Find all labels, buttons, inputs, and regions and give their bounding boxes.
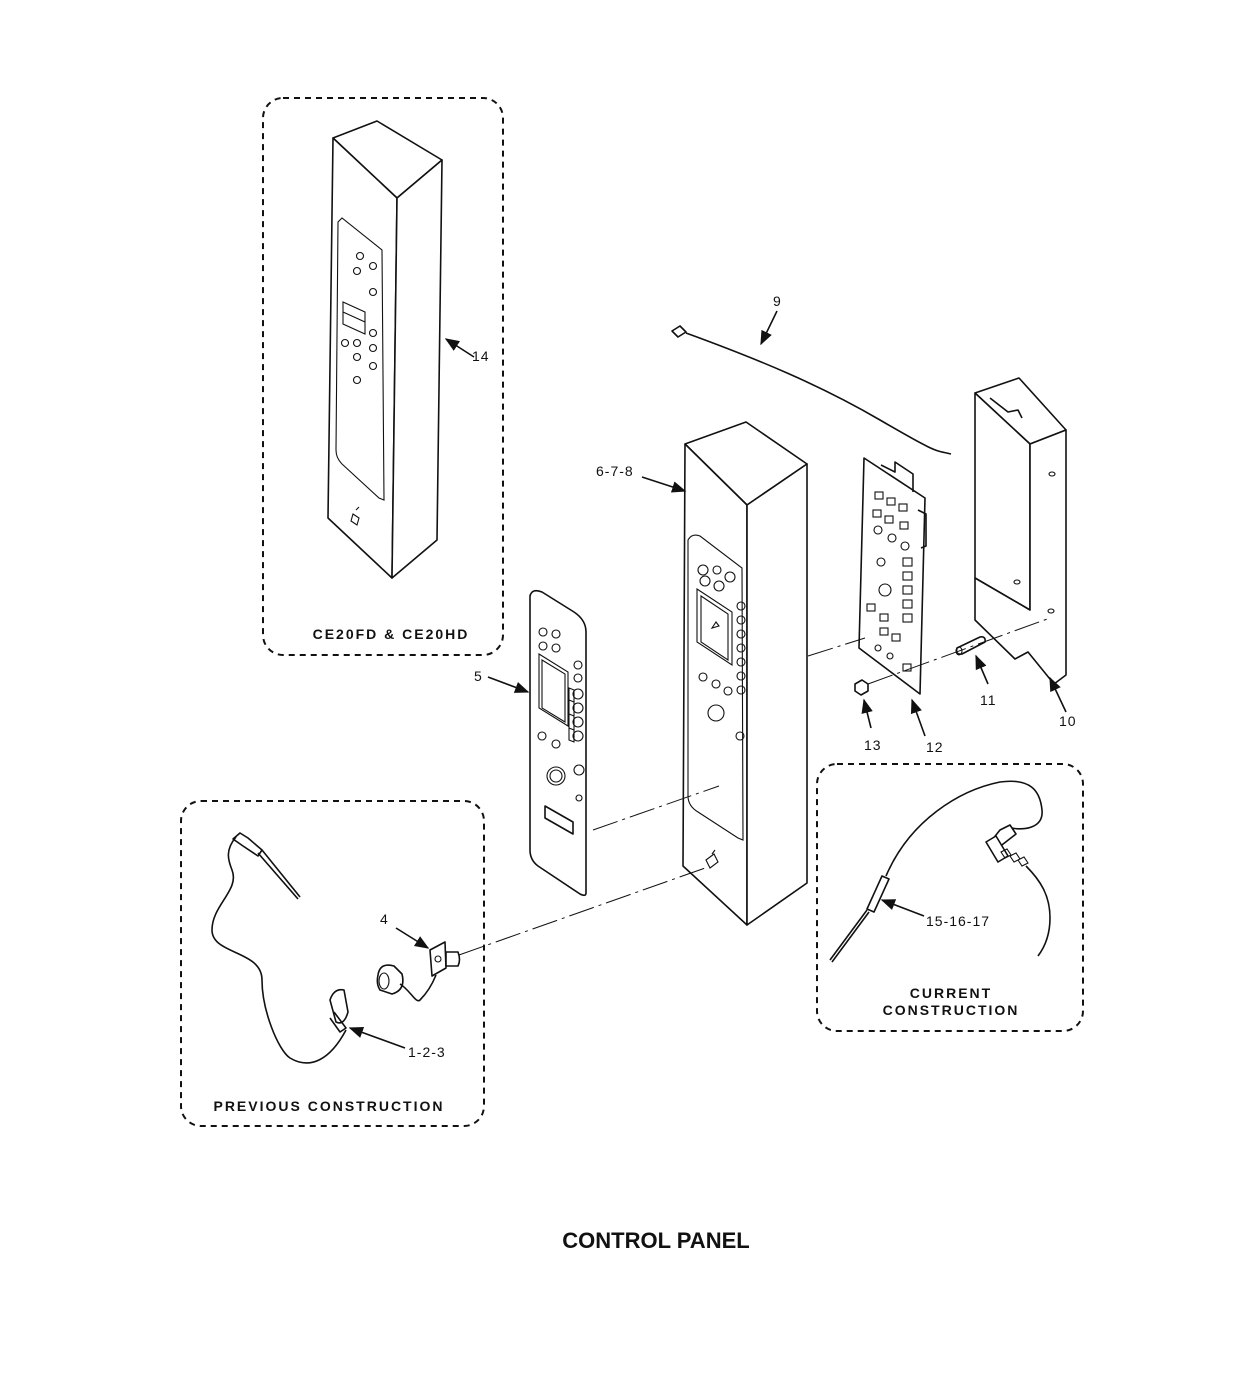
panel-housing-6-7-8: 6-7-8 [596, 421, 808, 926]
current-construction-group-box: 15-16-17 CURRENT CONSTRUCTION [816, 763, 1084, 1032]
cover-10-slot [989, 397, 1023, 419]
callout-11-arrow [975, 654, 989, 685]
control-board-12: 12 [858, 457, 944, 755]
centerline-cover [867, 617, 1051, 685]
housing-14-display [342, 301, 366, 335]
callout-123-arrow [348, 1027, 406, 1049]
current-dashed-border [816, 763, 1084, 1032]
assembly-centerlines [458, 617, 1051, 956]
callout-4: 4 [380, 911, 389, 927]
previous-construction-group-box: 4 1-2-3 PREVIOUS CONSTRUCTION [180, 800, 485, 1127]
callout-151617-arrow [880, 899, 925, 917]
callout-5-arrow [487, 676, 530, 693]
current-label-line2: CONSTRUCTION [883, 1002, 1020, 1018]
previous-probe-needle [257, 849, 301, 900]
previous-cap-face [378, 972, 390, 990]
previous-probe-handle [232, 832, 263, 857]
callout-14: 14 [472, 348, 490, 364]
previous-probe-cable [211, 836, 347, 1064]
previous-label: PREVIOUS CONSTRUCTION [213, 1098, 444, 1114]
callout-14-arrow [444, 338, 475, 358]
models-dashed-border [262, 97, 504, 656]
standoff-11-body [955, 636, 986, 655]
standoff-11: 11 [955, 636, 997, 708]
rear-cover-10: 10 [974, 377, 1077, 729]
jack-4-flange [429, 941, 447, 977]
housing-678-side [746, 463, 808, 926]
housing-678-recess [687, 534, 744, 841]
overlay-5-keys [568, 687, 575, 743]
housing-14-recess [335, 217, 385, 501]
diagram-title: CONTROL PANEL [562, 1228, 749, 1253]
jack-4-body [445, 951, 461, 967]
nut-13-body [854, 679, 869, 696]
previous-jack-4 [429, 941, 461, 977]
housing-678-probe-jack [705, 849, 719, 869]
models-label: CE20FD & CE20HD [313, 626, 470, 642]
centerline-board [807, 637, 866, 657]
models-group-box: 14 CE20FD & CE20HD [262, 97, 504, 656]
jack-4-hole [434, 955, 442, 963]
current-probe-cable [885, 780, 1043, 877]
previous-jack-cap [376, 964, 437, 1002]
callout-5: 5 [474, 668, 483, 684]
housing-678-front [682, 443, 748, 926]
callout-13-arrow [861, 698, 873, 729]
housing-14-front [327, 137, 398, 579]
board-12-components [866, 491, 913, 672]
nut-13: 13 [854, 679, 882, 753]
callout-9-arrow [760, 310, 778, 346]
previous-cap-tether [399, 974, 437, 1002]
callout-11: 11 [980, 692, 997, 708]
overlay-5-buttons [537, 627, 585, 802]
housing-678-display [696, 587, 733, 667]
housing-14-side [391, 159, 443, 579]
callout-12: 12 [926, 739, 944, 755]
current-probe-handle [866, 875, 890, 913]
current-probe [829, 780, 1043, 963]
wire-9-end [671, 325, 687, 338]
wire-9-cable [685, 332, 952, 455]
housing-678-buttons [697, 564, 746, 741]
previous-plug-body [329, 988, 349, 1024]
callout-10: 10 [1059, 713, 1077, 729]
standoff-11-end [955, 646, 963, 656]
previous-cap-body [376, 964, 404, 995]
cover-10-side [974, 429, 1067, 685]
current-probe-needle [829, 909, 870, 963]
current-plug [985, 824, 1051, 957]
callout-15-16-17: 15-16-17 [926, 913, 990, 929]
callout-13: 13 [864, 737, 882, 753]
previous-dashed-border [180, 800, 485, 1127]
callout-12-arrow [910, 698, 926, 737]
housing-14-probe-jack [350, 506, 360, 526]
callout-10-arrow [1049, 676, 1067, 713]
callout-4-arrow [395, 927, 430, 949]
board-12-bracket [880, 461, 927, 549]
current-plug-lead [1025, 865, 1051, 957]
cover-10-holes [1013, 471, 1056, 614]
housing-14-buttons [340, 251, 378, 385]
callout-9: 9 [773, 293, 782, 309]
overlay-5-logo-plate [544, 805, 574, 835]
previous-probe [211, 832, 347, 1064]
overlay-5-display [538, 653, 569, 727]
current-plug-nuts [1000, 848, 1029, 867]
callout-678-arrow [641, 476, 687, 493]
panel-housing-14 [327, 120, 443, 579]
housing-678-display-mark [710, 621, 720, 629]
callout-1-2-3: 1-2-3 [408, 1044, 446, 1060]
callout-6-7-8: 6-7-8 [596, 463, 634, 479]
sensor-wire-9: 9 [671, 293, 952, 455]
previous-plug-boot [329, 1011, 347, 1033]
centerline-overlay [592, 785, 720, 831]
current-label-line1: CURRENT [910, 985, 992, 1001]
centerline-jack [458, 866, 709, 956]
overlay-label-5: 5 [474, 589, 587, 897]
overlay-5-outline [529, 589, 587, 897]
previous-probe-plug [329, 988, 349, 1033]
